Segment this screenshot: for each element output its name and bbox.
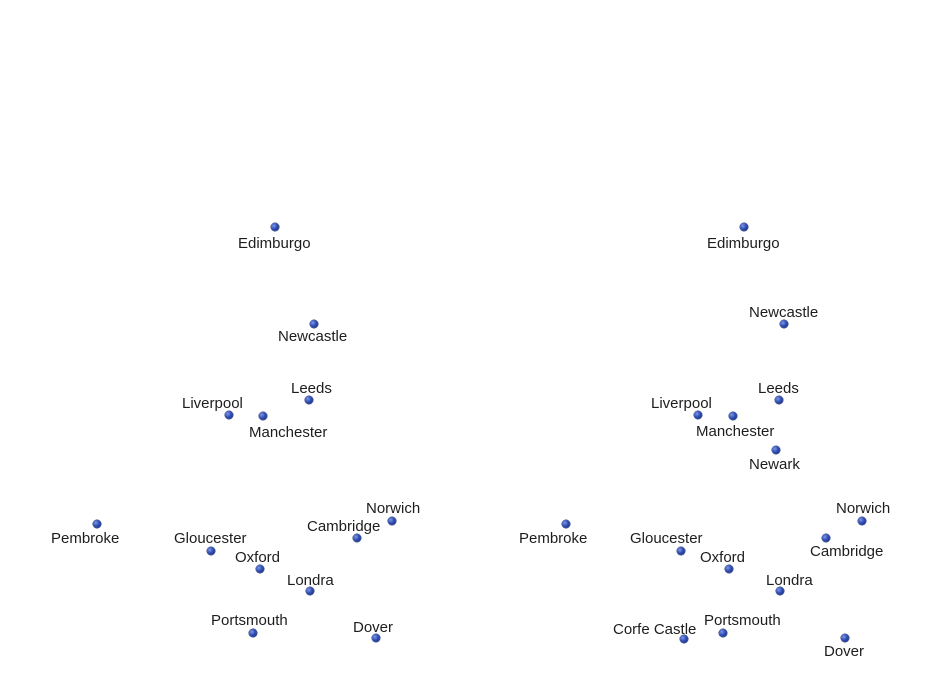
city-marker-icon — [93, 520, 101, 528]
city-marker-icon — [372, 634, 380, 642]
city-label: Liverpool — [651, 395, 712, 412]
city-label: Portsmouth — [704, 612, 781, 629]
city-label: Manchester — [249, 424, 328, 441]
city-label: Norwich — [836, 500, 891, 517]
city-marker-icon — [353, 534, 361, 542]
city-marker-icon — [306, 587, 314, 595]
city-label: Pembroke — [519, 530, 588, 547]
city-label: Norwich — [366, 500, 421, 517]
city-label: Cambridge — [307, 518, 381, 535]
city-label: Corfe Castle — [613, 621, 697, 638]
city-marker-icon — [388, 517, 396, 525]
city-marker-icon — [725, 565, 733, 573]
city-marker-icon — [207, 547, 215, 555]
city-label: Dover — [824, 643, 865, 660]
city-marker-icon — [259, 412, 267, 420]
city-marker-icon — [822, 534, 830, 542]
city-marker-icon — [740, 223, 748, 231]
city-marker-icon — [780, 320, 788, 328]
city-label: Oxford — [700, 549, 746, 566]
city-label: Newark — [749, 456, 800, 473]
city-marker-icon — [775, 396, 783, 404]
city-marker-icon — [562, 520, 570, 528]
city-label: Pembroke — [51, 530, 120, 547]
city-label: Manchester — [696, 423, 775, 440]
city-marker-icon — [680, 635, 688, 643]
city-label: Edimburgo — [707, 235, 780, 252]
city-marker-icon — [271, 223, 279, 231]
city-marker-icon — [776, 587, 784, 595]
city-marker-icon — [677, 547, 685, 555]
city-label: Leeds — [291, 380, 332, 397]
city-label: Leeds — [758, 380, 799, 397]
city-label: Londra — [766, 572, 813, 589]
city-label: Newcastle — [278, 328, 348, 345]
city-label: Cambridge — [810, 543, 884, 560]
city-marker-icon — [729, 412, 737, 420]
city-marker-icon — [772, 446, 780, 454]
city-label: Gloucester — [630, 530, 703, 547]
city-label: Gloucester — [174, 530, 247, 547]
city-label: Londra — [287, 572, 334, 589]
city-marker-icon — [858, 517, 866, 525]
city-marker-icon — [256, 565, 264, 573]
city-marker-icon — [310, 320, 318, 328]
city-label: Oxford — [235, 549, 281, 566]
city-marker-icon — [225, 411, 233, 419]
city-marker-icon — [305, 396, 313, 404]
city-marker-icon — [841, 634, 849, 642]
city-label: Newcastle — [749, 304, 819, 321]
city-marker-icon — [719, 629, 727, 637]
city-label: Portsmouth — [211, 612, 288, 629]
city-label: Edimburgo — [238, 235, 311, 252]
city-label: Dover — [353, 619, 394, 636]
city-marker-icon — [694, 411, 702, 419]
city-label: Liverpool — [182, 395, 243, 412]
city-marker-icon — [249, 629, 257, 637]
